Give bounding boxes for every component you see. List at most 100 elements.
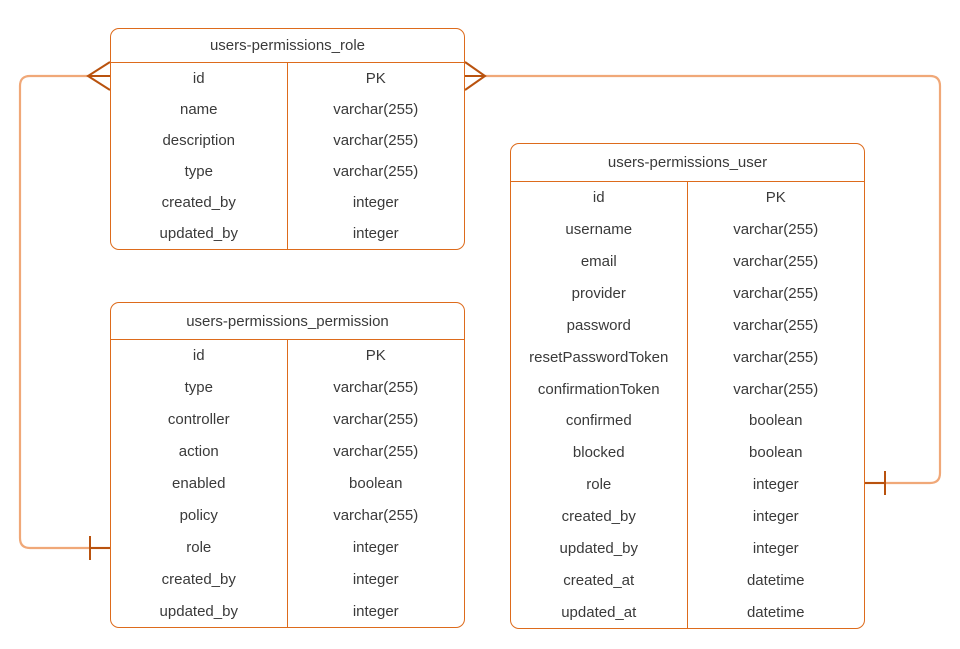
er-field-name: created_by — [111, 563, 288, 596]
er-field-row: confirmationToken varchar(255) — [511, 373, 864, 406]
er-field-row: id PK — [511, 182, 864, 214]
er-field-type: datetime — [746, 571, 805, 589]
er-field-row: updated_by integer — [111, 218, 464, 249]
er-field-row: type varchar(255) — [111, 371, 464, 404]
er-field-name: id — [111, 63, 288, 94]
er-field-type: varchar(255) — [733, 221, 819, 239]
er-field-row: description varchar(255) — [111, 125, 464, 156]
er-field-name: confirmationToken — [511, 373, 688, 406]
er-field-type: varchar(255) — [733, 380, 819, 398]
er-field-row: updated_by integer — [111, 595, 464, 628]
er-field-row: type varchar(255) — [111, 156, 464, 187]
er-field-name: name — [111, 94, 288, 125]
er-field-type: varchar(255) — [333, 379, 419, 397]
er-field-name: type — [111, 156, 288, 187]
er-field-name: id — [511, 182, 688, 214]
er-field-type: boolean — [749, 444, 803, 462]
er-field-type: PK — [365, 70, 386, 87]
er-field-type: datetime — [746, 603, 805, 621]
er-field-row: created_at datetime — [511, 564, 864, 597]
er-field-name: updated_by — [111, 218, 288, 249]
er-field-name: policy — [111, 499, 288, 532]
er-field-name: created_at — [511, 564, 688, 597]
crows-foot-many-icon — [464, 61, 487, 91]
er-field-type: integer — [352, 538, 399, 556]
er-field-type: varchar(255) — [733, 253, 819, 271]
er-field-type: boolean — [749, 412, 803, 430]
relation-edge-role-permission — [18, 74, 110, 550]
er-field-row: role integer — [511, 468, 864, 501]
er-field-type: integer — [752, 508, 799, 526]
er-field-name: password — [511, 309, 688, 342]
er-field-row: action varchar(255) — [111, 435, 464, 468]
er-field-row: created_by integer — [511, 500, 864, 533]
er-field-type: varchar(255) — [733, 285, 819, 302]
er-field-name: updated_at — [511, 596, 688, 629]
er-table-title: users-permissions_user — [511, 144, 864, 182]
er-field-row: name varchar(255) — [111, 94, 464, 125]
er-field-name: created_by — [511, 500, 688, 533]
er-field-row: confirmed boolean — [511, 405, 864, 437]
er-field-name: confirmed — [511, 405, 688, 437]
er-field-type: varchar(255) — [733, 348, 819, 366]
er-field-row: created_by integer — [111, 187, 464, 218]
er-field-type: integer — [752, 476, 799, 494]
er-field-row: created_by integer — [111, 563, 464, 596]
relation-edge-role-user — [485, 74, 942, 485]
crows-foot-many-icon — [86, 61, 111, 91]
er-field-name: role — [511, 468, 688, 501]
er-field-row: password varchar(255) — [511, 309, 864, 342]
er-field-name: id — [111, 340, 288, 372]
er-field-name: blocked — [511, 436, 688, 469]
er-field-type: varchar(255) — [333, 101, 419, 118]
er-field-type: PK — [765, 189, 786, 207]
er-field-type: varchar(255) — [333, 443, 419, 461]
er-field-row: updated_at datetime — [511, 596, 864, 629]
er-field-name: created_by — [111, 187, 288, 218]
er-field-type: PK — [365, 347, 386, 365]
one-tick-icon — [89, 536, 110, 560]
er-field-type: integer — [352, 194, 399, 211]
one-tick-icon — [865, 471, 886, 495]
er-field-name: updated_by — [111, 595, 288, 628]
er-field-name: provider — [511, 277, 688, 310]
er-field-name: email — [511, 245, 688, 278]
er-field-row: email varchar(255) — [511, 245, 864, 278]
er-field-row: username varchar(255) — [511, 213, 864, 246]
er-field-row: blocked boolean — [511, 436, 864, 469]
er-field-row: id PK — [111, 340, 464, 372]
er-field-name: role — [111, 531, 288, 564]
er-field-type: integer — [352, 602, 399, 620]
er-table-title: users-permissions_role — [111, 29, 464, 63]
er-field-name: updated_by — [511, 532, 688, 565]
er-field-type: boolean — [349, 475, 403, 492]
er-field-name: description — [111, 125, 288, 156]
er-field-name: resetPasswordToken — [511, 341, 688, 374]
er-table-title: users-permissions_permission — [111, 303, 464, 340]
er-field-name: type — [111, 371, 288, 404]
er-field-type: integer — [352, 570, 399, 588]
er-field-name: action — [111, 435, 288, 468]
er-field-type: varchar(255) — [333, 506, 419, 524]
er-field-type: varchar(255) — [333, 411, 419, 429]
er-field-row: policy varchar(255) — [111, 499, 464, 532]
er-field-row: id PK — [111, 63, 464, 94]
er-field-type: varchar(255) — [733, 316, 819, 334]
er-field-type: integer — [352, 225, 399, 242]
er-field-row: resetPasswordToken varchar(255) — [511, 341, 864, 374]
er-field-type: varchar(255) — [333, 132, 419, 149]
er-table-body: id PK name varchar(255) description varchar(2… — [111, 63, 464, 249]
er-field-row: role integer — [111, 531, 464, 564]
er-field-name: username — [511, 213, 688, 246]
er-field-type: varchar(255) — [333, 163, 419, 180]
er-field-row: provider varchar(255) — [511, 277, 864, 310]
